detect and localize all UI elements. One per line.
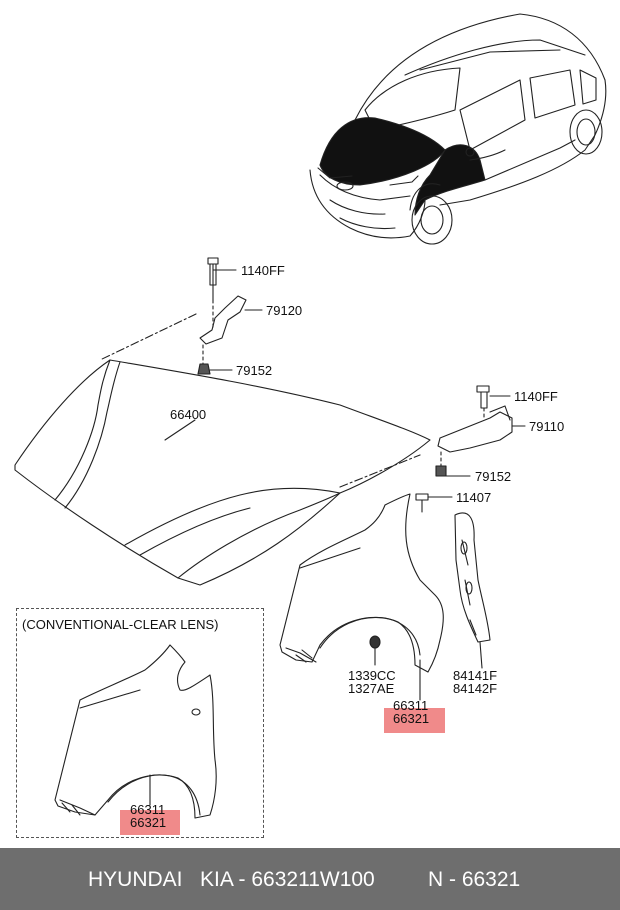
conventional-lens-inset-box	[16, 608, 264, 838]
callout-79110: 79110	[529, 419, 565, 434]
callout-1339cc: 1339CC	[348, 668, 396, 683]
highlight-main-fender-part	[384, 708, 445, 733]
callout-79152-left: 79152	[236, 363, 273, 378]
callout-1327ae: 1327AE	[348, 681, 395, 696]
main-fender	[279, 493, 444, 701]
callout-84141f: 84141F	[453, 668, 498, 683]
callout-66321-inset: 66321	[130, 815, 167, 830]
callout-66311-inset: 66311	[130, 802, 166, 817]
inset-title: (CONVENTIONAL-CLEAR LENS)	[22, 617, 219, 632]
footer-part-code: N - 66321	[428, 868, 521, 891]
part-number-footer: HYUNDAI KIA - 663211W100 N - 66321	[0, 848, 620, 910]
inset-fender	[54, 644, 217, 819]
callout-66400: 66400	[170, 407, 207, 422]
callout-11407: 11407	[456, 490, 492, 505]
fender-bolt-11407	[415, 493, 453, 513]
callout-66321-main: 66321	[393, 711, 430, 726]
highlight-inset-fender-part	[120, 810, 180, 835]
hood-panel	[14, 359, 431, 586]
footer-make-part: KIA - 663211W100	[200, 868, 375, 891]
callout-1140ff-right: 1140FF	[514, 389, 558, 404]
callout-66311-main: 66311	[393, 698, 429, 713]
callout-84142f: 84142F	[453, 681, 498, 696]
car-illustration	[309, 13, 607, 245]
exploded-view-drawing	[14, 13, 607, 819]
left-hinge-assembly	[99, 257, 263, 375]
footer-brand: HYUNDAI	[88, 868, 183, 891]
right-hinge-assembly	[435, 385, 526, 477]
fender-liner	[454, 512, 491, 669]
callout-79152-right: 79152	[475, 469, 512, 484]
callout-79120: 79120	[266, 303, 303, 318]
callout-1140ff-left: 1140FF	[241, 263, 285, 278]
